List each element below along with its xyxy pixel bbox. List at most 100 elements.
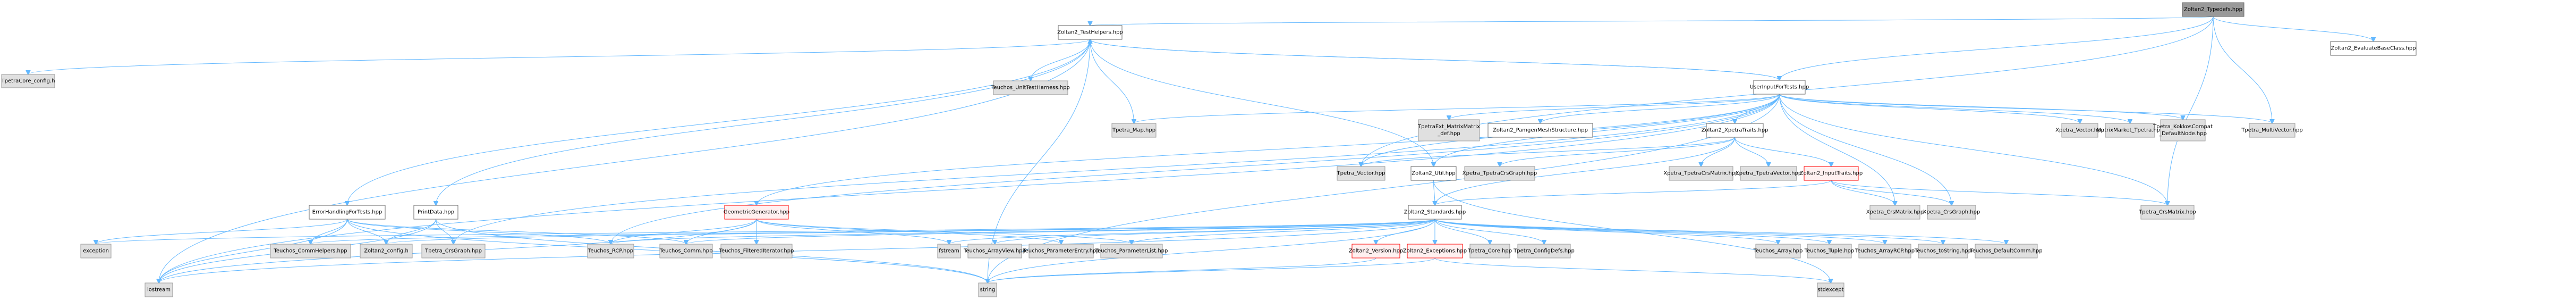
- node-label: Teuchos_toString.hpp: [1914, 248, 1971, 254]
- node-label: string: [980, 287, 996, 293]
- edge-inputtraits-to-tcrsmatrix: [1831, 180, 2167, 205]
- node-box: [1706, 123, 1764, 138]
- edge-typedefs-to-userinput: [1780, 16, 2214, 80]
- edge-xpetratraits-to-xtcrsmatrix: [1701, 137, 1735, 166]
- node-box: [1, 74, 55, 88]
- node-box: [1918, 244, 1968, 259]
- node-z2config: Zoltan2_config.h: [360, 244, 413, 259]
- edge-typedefs-to-evaluate: [2213, 16, 2374, 41]
- edge-version-to-string: [988, 257, 1376, 283]
- node-label: Zoltan2_PamgenMeshStructure.hpp: [1493, 128, 1588, 134]
- node-testhelpers[interactable]: Zoltan2_TestHelpers.hpp: [1057, 25, 1123, 40]
- node-xtcrsmatrix: Xpetra_TpetraCrsMatrix.hpp: [1663, 166, 1739, 181]
- node-box: [1975, 244, 2038, 259]
- edge-standards-to-commhelpers: [311, 219, 1435, 244]
- node-box: [2249, 123, 2296, 138]
- edge-standards-to-exception: [96, 219, 1435, 244]
- node-box: [1410, 166, 1457, 181]
- node-tcore: Tpetra_Core.hpp: [1467, 244, 1512, 259]
- node-label: TpetraExt_MatrixMatrix: [1417, 124, 1480, 130]
- edge-typedefs-to-tcrsmatrix: [2167, 16, 2214, 205]
- node-box: [2182, 2, 2245, 17]
- node-label: Teuchos_UnitTestHarness.hpp: [991, 85, 1070, 91]
- node-label: Teuchos_FilteredIterator.hpp: [719, 248, 794, 254]
- node-typedefs[interactable]: Zoltan2_Typedefs.hpp: [2182, 2, 2245, 17]
- node-box: [1028, 244, 1094, 259]
- node-unittest: Teuchos_UnitTestHarness.hpp: [991, 80, 1070, 95]
- node-label: Teuchos_ArrayRCP.hpp: [1855, 248, 1915, 254]
- node-pamgen[interactable]: Zoltan2_PamgenMeshStructure.hpp: [1487, 123, 1593, 138]
- edge-standards-to-paramlist: [1132, 219, 1435, 244]
- edge-exceptions-to-stdexcept: [1434, 257, 1831, 283]
- edge-standards-to-rcp: [611, 219, 1435, 244]
- node-label: Teuchos_Comm.hpp: [659, 248, 713, 254]
- edge-standards-to-array: [1434, 219, 1778, 244]
- node-inputtraits[interactable]: Zoltan2_InputTraits.hpp: [1800, 166, 1863, 181]
- edge-testhelpers-to-tpetracoreconfig: [28, 39, 1091, 74]
- edge-standards-to-tconfigdefs: [1434, 219, 1544, 244]
- node-exceptions[interactable]: Zoltan2_Exceptions.hpp: [1403, 244, 1467, 259]
- node-xpetratraits[interactable]: Zoltan2_XpetraTraits.hpp: [1701, 123, 1769, 138]
- node-box: [659, 244, 713, 259]
- node-box: [720, 244, 793, 259]
- node-xtvector: Xpetra_TpetraVector.hpp: [1736, 166, 1801, 181]
- edge-standards-to-tcore: [1434, 219, 1490, 244]
- edge-xpetratraits-to-xtvector: [1735, 137, 1769, 166]
- node-box: [1351, 244, 1400, 259]
- node-box: [309, 205, 386, 220]
- node-box: [1740, 166, 1797, 181]
- node-util[interactable]: Zoltan2_Util.hpp: [1410, 166, 1457, 181]
- edge-standards-to-tuple: [1434, 219, 1830, 244]
- node-box: [1807, 244, 1852, 259]
- node-errorhandling[interactable]: ErrorHandlingForTests.hpp: [309, 205, 386, 220]
- node-comm: Teuchos_Comm.hpp: [659, 244, 713, 259]
- node-label: Zoltan2_Standards.hpp: [1404, 210, 1466, 215]
- node-label: Teuchos_CommHelpers.hpp: [273, 248, 347, 254]
- node-label: Zoltan2_InputTraits.hpp: [1800, 171, 1863, 177]
- node-rcp: Teuchos_RCP.hpp: [587, 244, 634, 259]
- node-geometric[interactable]: GeometricGenerator.hpp: [724, 205, 789, 220]
- node-tuple: Teuchos_Tuple.hpp: [1804, 244, 1854, 259]
- node-xpetravector: Xpetra_Vector.hpp: [2055, 123, 2104, 138]
- node-box: [1469, 244, 1510, 259]
- edge-userinput-to-tcrsmatrix: [1779, 94, 2168, 205]
- node-label: Zoltan2_Util.hpp: [1412, 171, 1456, 177]
- edge-typedefs-to-testhelpers: [1090, 16, 2214, 26]
- edge-inputtraits-to-xcrsmatrix: [1831, 180, 1895, 205]
- node-box: [80, 244, 112, 259]
- edge-testhelpers-to-tpetramap: [1090, 39, 1134, 123]
- edge-userinput-to-multivector: [1779, 94, 2273, 123]
- edge-errorhandling-to-comm: [347, 219, 686, 244]
- node-exception: exception: [80, 244, 112, 259]
- node-iostream: iostream: [144, 282, 173, 297]
- node-label: Xpetra_CrsGraph.hpp: [1923, 210, 1980, 215]
- node-label: Teuchos_RCP.hpp: [588, 248, 633, 254]
- edge-inputtraits-to-standards: [1435, 180, 1832, 205]
- edge-xpetratraits-to-standards: [1435, 137, 1735, 205]
- node-tpetravector: Tpetra_Vector.hpp: [1337, 166, 1385, 181]
- node-box: [1755, 244, 1801, 259]
- node-layer: Zoltan2_Typedefs.hppZoltan2_EvaluateBase…: [1, 2, 2417, 297]
- edge-userinput-to-util: [1434, 94, 1780, 166]
- node-label: Teuchos_Array.hpp: [1753, 248, 1803, 254]
- node-label: Tpetra_MultiVector.hpp: [2241, 128, 2302, 134]
- node-evaluate[interactable]: Zoltan2_EvaluateBaseClass.hpp: [2330, 41, 2417, 56]
- node-version[interactable]: Zoltan2_Version.hpp: [1349, 244, 1403, 259]
- node-tpetramap: Tpetra_Map.hpp: [1111, 123, 1157, 138]
- edge-testhelpers-to-unittest: [1031, 39, 1091, 81]
- node-userinput[interactable]: UserInputForTests.hpp: [1750, 80, 1809, 95]
- node-label: Teuchos_ParameterEntry.hpp: [1022, 248, 1099, 254]
- node-box: [1464, 166, 1535, 181]
- node-standards[interactable]: Zoltan2_Standards.hpp: [1404, 205, 1466, 220]
- edge-userinput-to-testhelpers: [1090, 39, 1780, 81]
- node-box: [1669, 166, 1733, 181]
- node-box: [1804, 166, 1859, 181]
- node-label: Tpetra_CrsMatrix.hpp: [2138, 210, 2196, 215]
- node-xcrsmatrix: Xpetra_CrsMatrix.hpp: [1866, 205, 1924, 220]
- node-printdata[interactable]: PrintData.hpp: [413, 205, 458, 220]
- edge-errorhandling-to-commhelpers: [311, 219, 347, 244]
- node-label: TpetraCore_config.h: [1, 78, 55, 84]
- edge-errorhandling-to-rcp: [347, 219, 611, 244]
- node-arrayview: Teuchos_ArrayView.hpp: [963, 244, 1026, 259]
